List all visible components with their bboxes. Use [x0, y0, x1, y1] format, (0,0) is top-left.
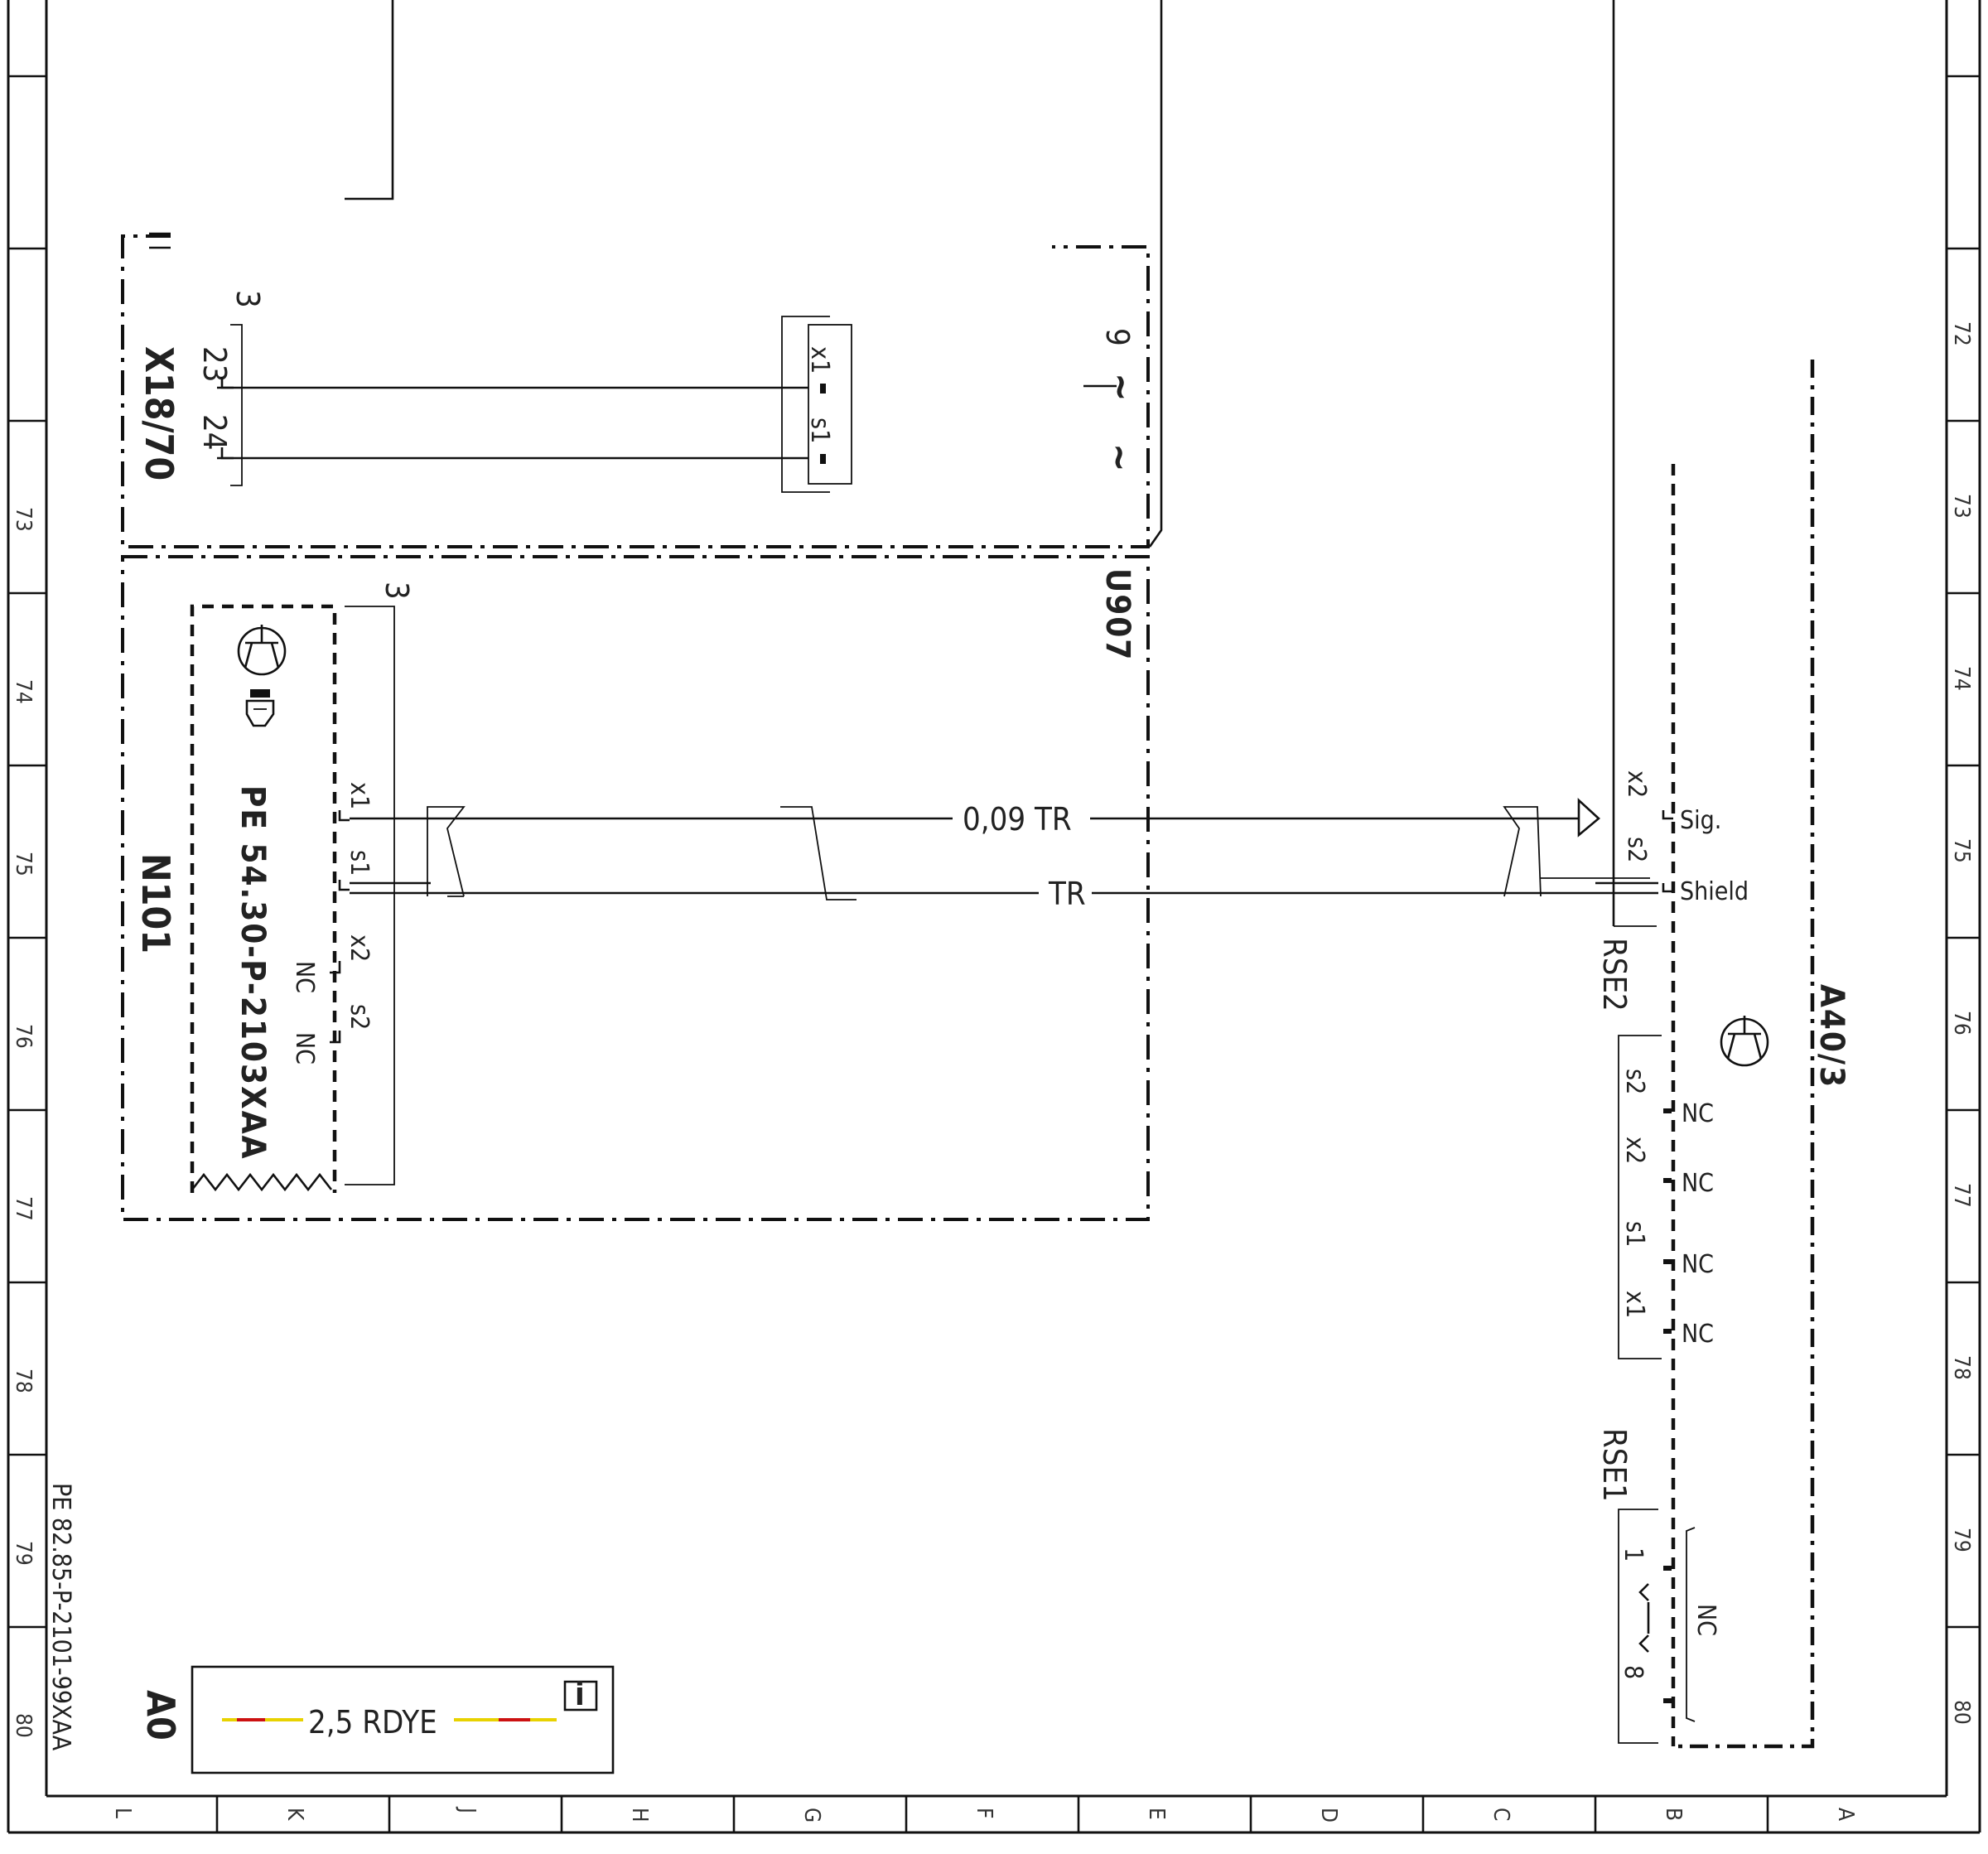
grid-column-label: E	[1144, 1808, 1169, 1820]
grid-row-label: 77	[11, 1196, 36, 1221]
rse1-pin-1: 1	[1619, 1547, 1648, 1562]
grid-row-label: 79	[11, 1541, 36, 1566]
top-component-block[interactable]: x1 s1 9 ~ ~	[781, 316, 1144, 493]
grid-row-label: 80	[1949, 1700, 1974, 1725]
twisted-pair-cable: 0,09 TR TR	[350, 798, 1658, 912]
n101-pin-x1: x1	[345, 782, 374, 809]
grid-column-label: H	[627, 1808, 652, 1823]
grid-row-labels-right: 72 73 74 75 76 77 78 79 80	[1949, 321, 1974, 1725]
n101-label: N101	[133, 853, 178, 954]
grid-row-label: 72	[1949, 321, 1974, 346]
grid-row-label: 78	[1949, 1355, 1974, 1380]
tilde-symbol: ~	[1099, 373, 1144, 402]
grid-column-label: G	[799, 1808, 824, 1823]
rse1-pin-8: 8	[1619, 1665, 1648, 1679]
rse-pin-x1: x1	[1620, 1291, 1649, 1318]
a0-wire-label: 2,5 RDYE	[308, 1704, 437, 1741]
grid-row-label: 80	[11, 1713, 36, 1738]
x18-70-connector-box[interactable]: X18/70 3 23 24	[121, 232, 1150, 548]
rse-nc-1: NC	[1682, 1099, 1714, 1128]
x18-70-pin-23: 23	[196, 346, 233, 383]
grid-row-label: 75	[11, 852, 36, 876]
grid-column-labels: L K J H G F E D C B A	[110, 1806, 1858, 1823]
rse2-pin-x2: x2	[1622, 770, 1651, 798]
grid-column-label: J	[455, 1806, 480, 1813]
rse-nc-4: NC	[1682, 1320, 1714, 1349]
block-label-9: 9	[1099, 328, 1136, 346]
grid-row-label: 74	[1949, 666, 1974, 691]
n101-nc-2: NC	[290, 1032, 319, 1065]
rse-pin-x2: x2	[1620, 1137, 1649, 1164]
grid-row-label: 77	[1949, 1183, 1974, 1208]
grid-column-label: L	[110, 1808, 135, 1818]
n101-index: 3	[379, 582, 415, 600]
transistor-icon	[237, 625, 287, 676]
n101-pin-s1: s1	[345, 850, 374, 876]
x18-70-label: X18/70	[137, 346, 181, 480]
grid-row-label: 75	[1949, 838, 1974, 863]
n101-document-reference: PE 54.30-P-2103XAA	[234, 785, 272, 1160]
u907-module-box[interactable]: U907	[121, 555, 1150, 1221]
rse2-signal-shield: Shield	[1680, 877, 1749, 906]
rse1-connector[interactable]: RSE1 1 8 NC	[1596, 1428, 1720, 1744]
n101-control-unit[interactable]: N101 PE 54.30-P-2103XAA 3 x1 s1 x2 s2 NC…	[133, 582, 415, 1193]
grid-row-labels-left: 73 74 75 76 77 78 79 80	[11, 507, 36, 1738]
a40-3-module[interactable]: A40/3	[1671, 360, 1850, 1749]
grid-column-label: B	[1661, 1808, 1686, 1821]
incoming-top-wires	[345, 0, 1615, 926]
hand-pointer-icon	[245, 689, 275, 727]
grid-column-label: A	[1833, 1808, 1858, 1821]
info-icon-glyph: i	[575, 1676, 585, 1712]
grid-row-label: 74	[11, 679, 36, 704]
rse2-label: RSE2	[1596, 938, 1633, 1011]
rse-nc-pin-block[interactable]: s2 x2 s1 x1 NC NC NC NC	[1618, 1035, 1714, 1359]
grid-row-label: 76	[11, 1024, 36, 1049]
a0-label: A0	[138, 1690, 183, 1741]
rse-nc-3: NC	[1682, 1250, 1714, 1279]
block-pin-x1: x1	[805, 346, 834, 374]
grid-row-label: 73	[1949, 494, 1974, 519]
x18-70-index: 3	[229, 290, 266, 308]
rse2-pin-s2: s2	[1622, 837, 1651, 862]
sheet-frame	[7, 0, 1981, 1834]
n101-pin-s2: s2	[345, 1004, 374, 1030]
rse2-connector[interactable]: RSE2 x2 s2 Sig. Shield	[1596, 770, 1749, 1011]
n101-nc-1: NC	[290, 961, 319, 993]
a0-wire-legend[interactable]: A0 2,5 RDYE i	[138, 1665, 615, 1774]
shield-wire-label: TR	[1048, 876, 1086, 912]
grid-row-label: 73	[11, 507, 36, 532]
grid-row-label: 76	[1949, 1011, 1974, 1036]
transistor-icon	[1720, 1016, 1769, 1067]
grid-column-label: C	[1489, 1808, 1513, 1821]
rse-nc-2: NC	[1682, 1169, 1714, 1198]
u907-label: U907	[1098, 568, 1136, 661]
rse-pin-s2: s2	[1620, 1069, 1649, 1094]
grid-row-label: 79	[1949, 1528, 1974, 1552]
n101-pin-x2: x2	[345, 934, 374, 962]
grid-row-label: 78	[11, 1369, 36, 1393]
footer-document-reference: PE 82.85-P-2101-99XAA	[46, 1483, 75, 1751]
block-pin-s1: s1	[805, 418, 834, 443]
rse-pin-s1: s1	[1620, 1221, 1649, 1247]
grid-column-label: K	[282, 1808, 307, 1821]
signal-wire-label: 0,09 TR	[963, 801, 1072, 838]
block-tilde: ~	[1098, 443, 1142, 472]
a40-3-label: A40/3	[1812, 984, 1850, 1089]
grid-column-label: F	[972, 1808, 996, 1818]
rse2-signal-sig: Sig.	[1680, 806, 1721, 835]
x18-70-pin-24: 24	[196, 414, 233, 451]
rse1-label: RSE1	[1596, 1428, 1633, 1502]
rse1-nc: NC	[1691, 1604, 1720, 1636]
info-icon[interactable]	[563, 1680, 598, 1712]
grid-column-label: D	[1316, 1808, 1341, 1823]
